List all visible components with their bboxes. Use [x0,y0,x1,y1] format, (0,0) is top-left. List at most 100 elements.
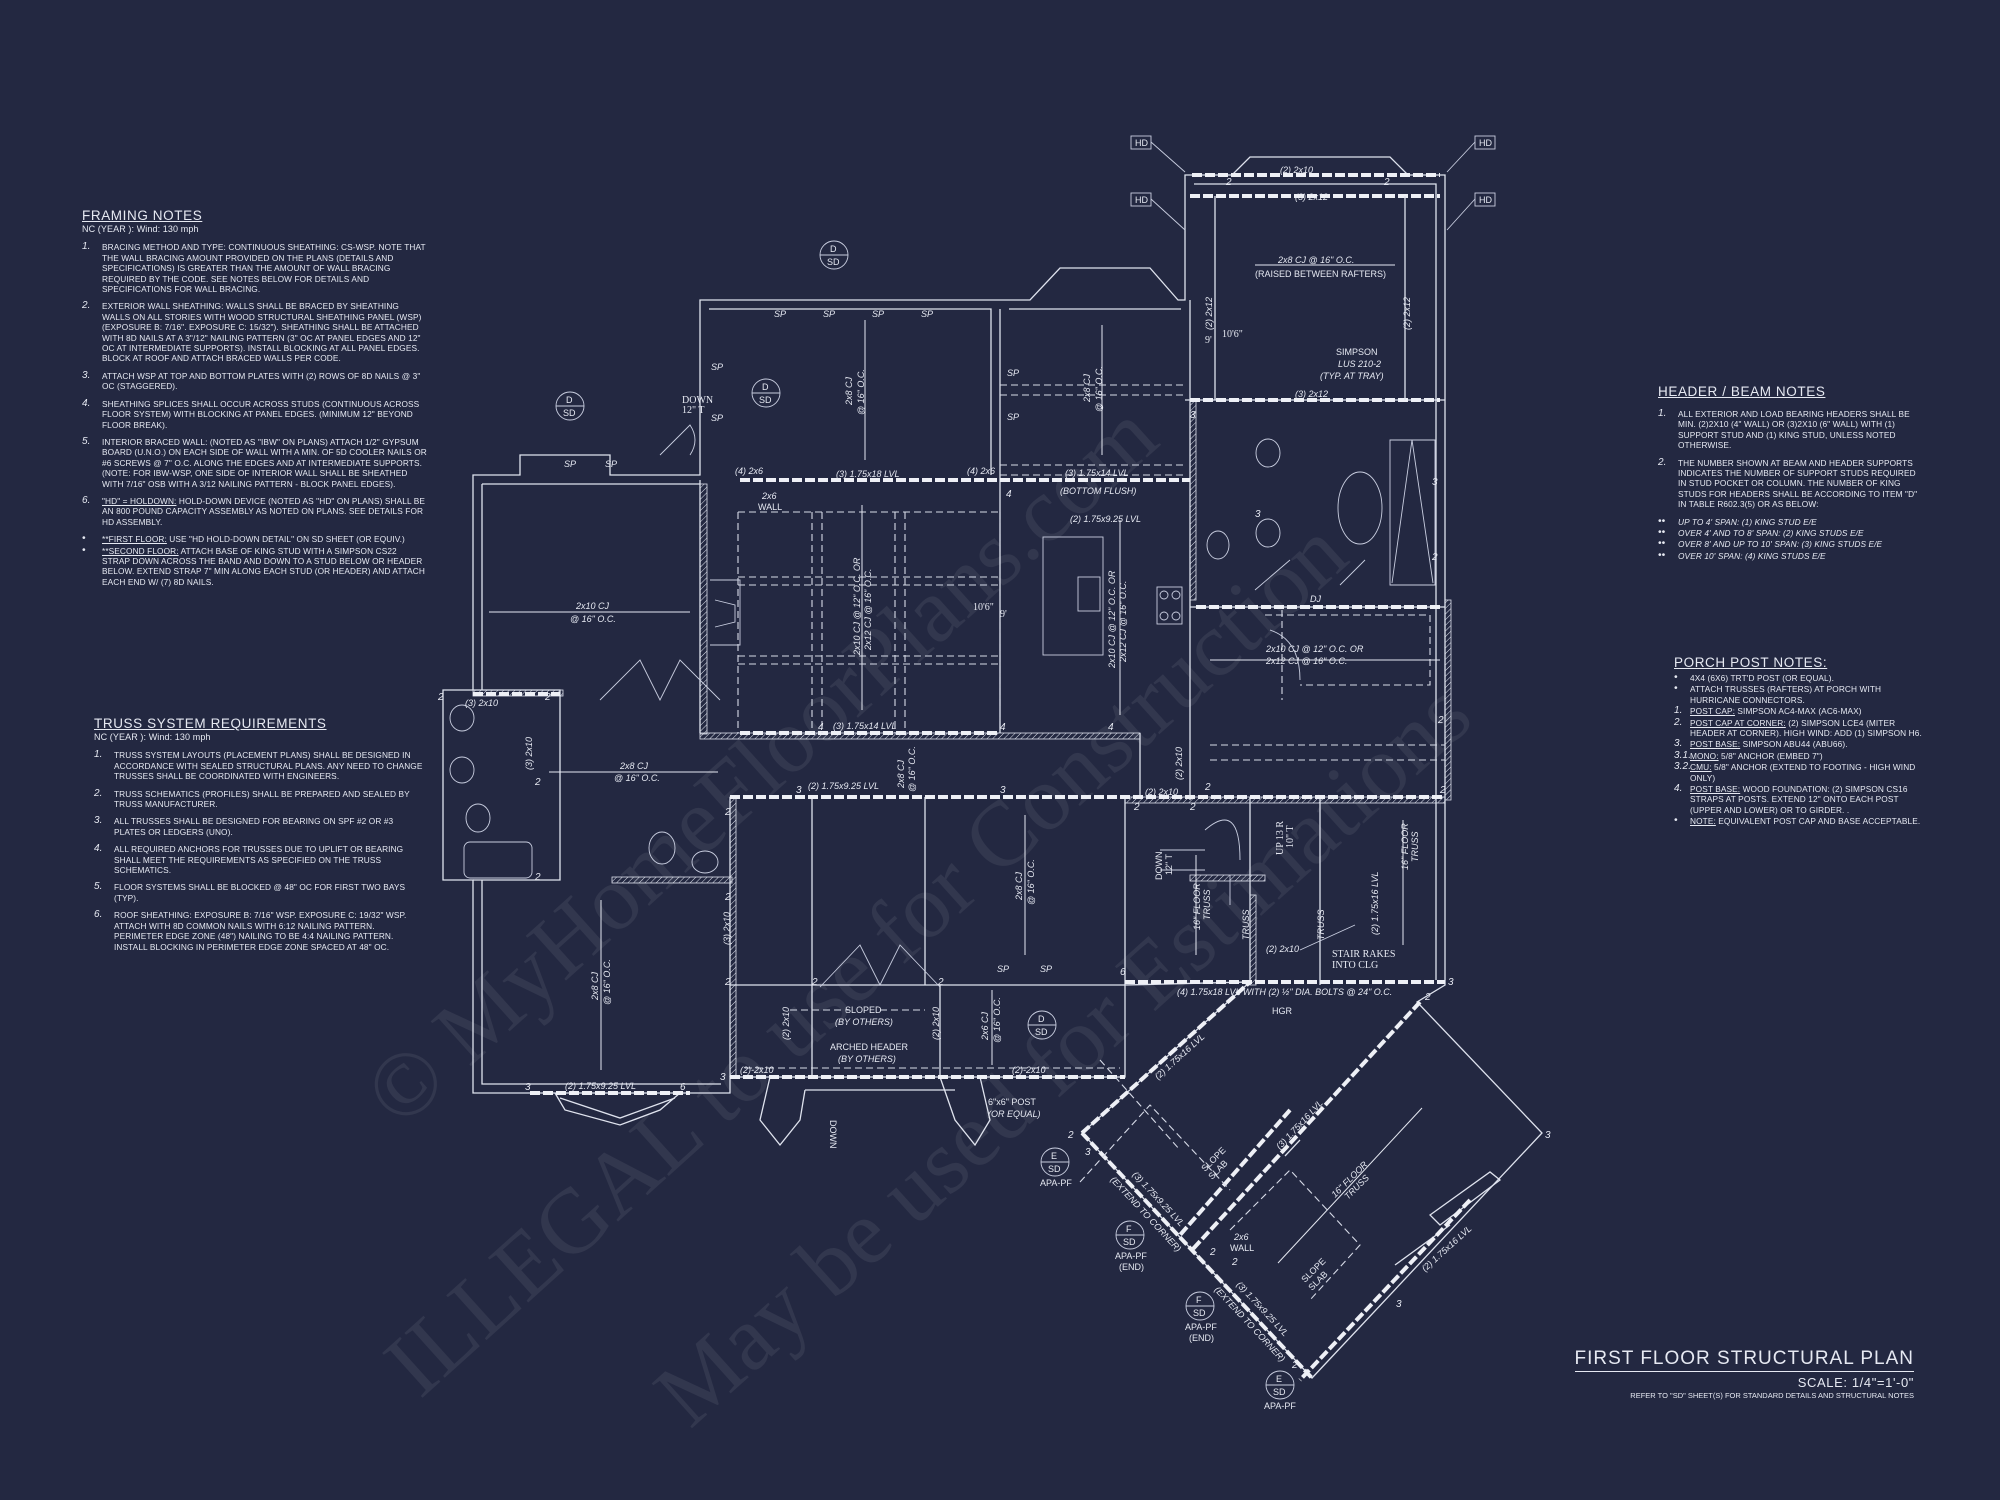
sp-label: SP [997,964,1009,974]
truss-system-notes: TRUSS SYSTEM REQUIREMENTS NC (YEAR ): Wi… [94,716,424,959]
hatched-wall [699,732,1141,740]
bathtub [1337,471,1383,545]
support-count: 3 [1085,1147,1091,1158]
plan-label: (OR EQUAL) [988,1109,1041,1119]
note-number: 4. [94,843,103,855]
support-count: 2 [937,977,944,988]
support-count: 2 [1291,1360,1298,1371]
plan-label: 2x8 CJ [619,761,649,771]
note-item: 1.TRUSS SYSTEM LAYOUTS (PLACEMENT PLANS)… [94,750,424,782]
note-number: • [1674,683,1678,695]
note-body: ATTACH WSP AT TOP AND BOTTOM PLATES WITH… [102,370,421,392]
plan-label: SD [827,257,840,267]
note-text: ATTACH TRUSSES (RAFTERS) AT PORCH WITH H… [1690,684,1924,705]
note-text: OVER 10' SPAN: (4) KING STUDS E/E [1678,551,1923,561]
hd-label: HD [1479,195,1492,205]
plan-label: (2) 2x12 [1204,297,1214,330]
porch-post-notes: PORCH POST NOTES: • 4X4 (6X6) TRT'D POST … [1674,655,1924,828]
support-count: 2 [1133,802,1140,813]
plan-label: (2) 1.75x16 LVL [1420,1224,1474,1274]
beams [473,173,1472,1382]
support-count: 6 [1120,967,1126,978]
note-number: •• [1658,527,1666,539]
fireplace [710,579,741,646]
plan-label: SD [1273,1387,1286,1397]
plan-label: 12" T [1164,853,1174,875]
plan-label: (3) 2x12 [1295,192,1328,202]
note-body: OVER 10' SPAN: (4) KING STUDS E/E [1678,550,1826,561]
plan-label: 2x10 CJ @ 12" O.C. OR [1107,570,1117,669]
plan-label: APA-PF [1040,1178,1072,1188]
support-count: 3 [1545,1130,1551,1141]
plan-label: (3) 2x10 [722,912,732,945]
plan-label: (3) 2x12 [1295,389,1328,399]
support-count: 3 [1448,977,1454,988]
note-number: 2. [94,787,103,799]
note-body: EQUIVALENT POST CAP AND BASE ACCEPTABLE. [1715,816,1921,827]
sp-label: SP [872,309,884,319]
drawing-scale: SCALE: 1/4"=1'-0" [1797,1375,1914,1390]
plan-label: 2x8 CJ [844,376,854,406]
plan-label: (BOTTOM FLUSH) [1060,486,1136,496]
plan-label: INTO CLG [1332,960,1378,971]
hatched-wall [1249,894,1257,986]
note-number: •• [1658,549,1666,561]
support-count: 2 [534,777,541,788]
note-item: 6."HD" = HOLDOWN: HOLD-DOWN DEVICE (NOTE… [82,495,427,527]
plan-label: 2x6 [761,491,777,501]
porch-notes-title: PORCH POST NOTES: [1674,655,1828,670]
plan-label: 10'6" [1222,329,1243,340]
sp-label: SP [711,362,723,372]
detail-callout-d: DSD [751,378,781,408]
note-lead: NOTE: [1690,816,1716,827]
plan-label: 10" T [1285,825,1296,848]
sp-label: SP [1040,964,1052,974]
plan-label: SD [1035,1027,1048,1037]
plan-label: WALL [758,502,782,512]
support-count: 4 [818,722,824,733]
plan-label: (2) 2x10 [1145,787,1178,797]
header-notes-bullets: ••UP TO 4' SPAN: (1) KING STUD E/E••OVER… [1658,516,1923,562]
note-text: POST BASE: WOOD FOUNDATION: (2) SIMPSON … [1690,784,1924,815]
note-body: BRACING METHOD AND TYPE: CONTINUOUS SHEA… [102,242,426,295]
note-number: 3. [1674,738,1683,750]
note-body: HOLD-DOWN DEVICE (NOTED AS "HD" ON PLANS… [102,495,426,527]
plan-label: 2x8 CJ [896,759,906,789]
sp-label: SP [605,459,617,469]
note-body: 5/8" ANCHOR (EMBED 7") [1718,750,1823,761]
drawing-title: FIRST FLOOR STRUCTURAL PLAN [1574,1348,1914,1372]
note-item: 2.EXTERIOR WALL SHEATHING: WALLS SHALL B… [82,301,427,364]
plan-label: 2x6 [1233,1232,1249,1242]
support-count: 2 [1437,715,1444,726]
stair-treads [1160,819,1356,951]
plan-label: 6"x6" POST [988,1097,1036,1107]
sp-label: SP [774,309,786,319]
note-body: 4X4 (6X6) TRT'D POST (OR EQUAL). [1690,673,1835,683]
detail-callout-d: DSD [555,391,585,421]
plan-label: (2) 2x12 [1402,297,1412,330]
framing-notes-bullets: •**FIRST FLOOR: USE "HD HOLD-DOWN DETAIL… [82,533,427,587]
plan-label: SD [1123,1237,1136,1247]
plan-label: (2) 2x10 [931,1007,941,1040]
note-body: ALL TRUSSES SHALL BE DESIGNED FOR BEARIN… [114,816,394,837]
truss-notes-list: 1.TRUSS SYSTEM LAYOUTS (PLACEMENT PLANS)… [94,750,424,952]
framing-notes: FRAMING NOTES NC (YEAR ): Wind: 130 mph … [82,208,427,588]
plan-label: (2) 2x10 [781,1007,791,1040]
note-item: 5.FLOOR SYSTEMS SHALL BE BLOCKED @ 48" O… [94,882,424,903]
plan-label: HGR [1272,1006,1293,1016]
note-item: 1.POST CAP: SIMPSON AC4-MAX (AC6-MAX) [1674,705,1924,717]
hd-label: HD [1479,138,1492,148]
note-item: 2.POST CAP AT CORNER: (2) SIMPSON LCE4 (… [1674,717,1924,739]
note-body: SIMPSON AC4-MAX (AC6-MAX) [1735,706,1862,717]
note-lead: "HD" = HOLDOWN: [102,495,177,506]
plan-label: SD [1193,1308,1206,1318]
note-item: •**FIRST FLOOR: USE "HD HOLD-DOWN DETAIL… [82,533,427,544]
note-text: EXTERIOR WALL SHEATHING: WALLS SHALL BE … [102,301,427,363]
note-lead: POST CAP AT CORNER: [1690,717,1786,728]
span-arrows [489,264,1440,1264]
header-notes-list: 1.ALL EXTERIOR AND LOAD BEARING HEADERS … [1658,408,1923,510]
note-body: EXTERIOR WALL SHEATHING: WALLS SHALL BE … [102,301,422,364]
